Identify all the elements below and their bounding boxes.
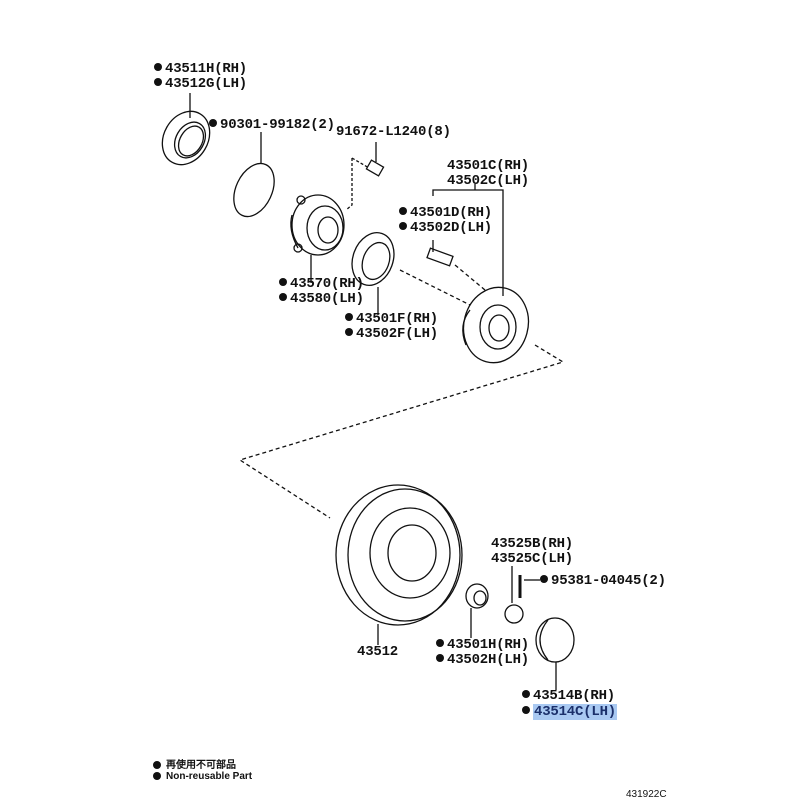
legend-english: Non-reusable Part [153,771,252,782]
label-grease-cap[interactable]: 43514B(RH) 43514C(LH) [522,689,618,720]
non-reusable-bullet-icon [154,63,162,71]
non-reusable-bullet-icon [399,207,407,215]
non-reusable-bullet-icon [345,313,353,321]
bolt-drawing [345,142,385,211]
label-o-ring[interactable]: 90301-99182(2) [209,118,335,133]
brake-disc-drawing [335,484,463,645]
hub-drawing [238,184,565,519]
non-reusable-bullet-icon [279,293,287,301]
label-bolt[interactable]: 91672-L1240(8) [336,124,451,140]
grease-cap-drawing [535,617,575,690]
oil-seal-outer-drawing [161,93,211,166]
non-reusable-bullet-icon [399,222,407,230]
non-reusable-bullet-icon [436,639,444,647]
non-reusable-bullet-icon [522,690,530,698]
label-disc[interactable]: 43512 [357,644,399,660]
label-cotter-pin[interactable]: 95381-04045(2) [540,574,666,589]
label-oil-seal-inner[interactable]: 43501F(RH) 43502F(LH) [345,312,438,342]
bearing-drawing [290,194,345,283]
hub-nut-drawing [465,583,489,638]
non-reusable-bullet-icon [345,328,353,336]
non-reusable-bullet-icon [209,119,217,127]
label-hub-bolt[interactable]: 43501D(RH) 43502D(LH) [399,206,492,236]
label-nut-lock-cap[interactable]: 43525B(RH) 43525C(LH) [491,536,574,567]
oil-seal-inner-drawing [351,232,471,315]
diagram-code: 431922C [626,789,667,800]
o-ring-drawing [233,132,275,218]
highlighted-part-number[interactable]: 43514C(LH) [533,704,618,720]
non-reusable-bullet-icon [154,78,162,86]
label-hub[interactable]: 43501C(RH) 43502C(LH) [447,158,530,189]
non-reusable-bullet-icon [540,575,548,583]
bullet-icon [153,761,161,769]
non-reusable-bullet-icon [522,706,530,714]
non-reusable-bullet-icon [279,278,287,286]
label-oil-seal-outer[interactable]: 43511H(RH) 43512G(LH) [154,62,247,92]
non-reusable-bullet-icon [436,654,444,662]
hub-bolt-drawing [426,240,486,291]
label-hub-nut[interactable]: 43501H(RH) 43502H(LH) [436,638,529,668]
bullet-icon [153,772,161,780]
legend-japanese: 再使用不可部品 [153,756,236,771]
nut-lock-cap-drawing [504,566,540,624]
label-bearing[interactable]: 43570(RH) 43580(LH) [279,277,364,307]
